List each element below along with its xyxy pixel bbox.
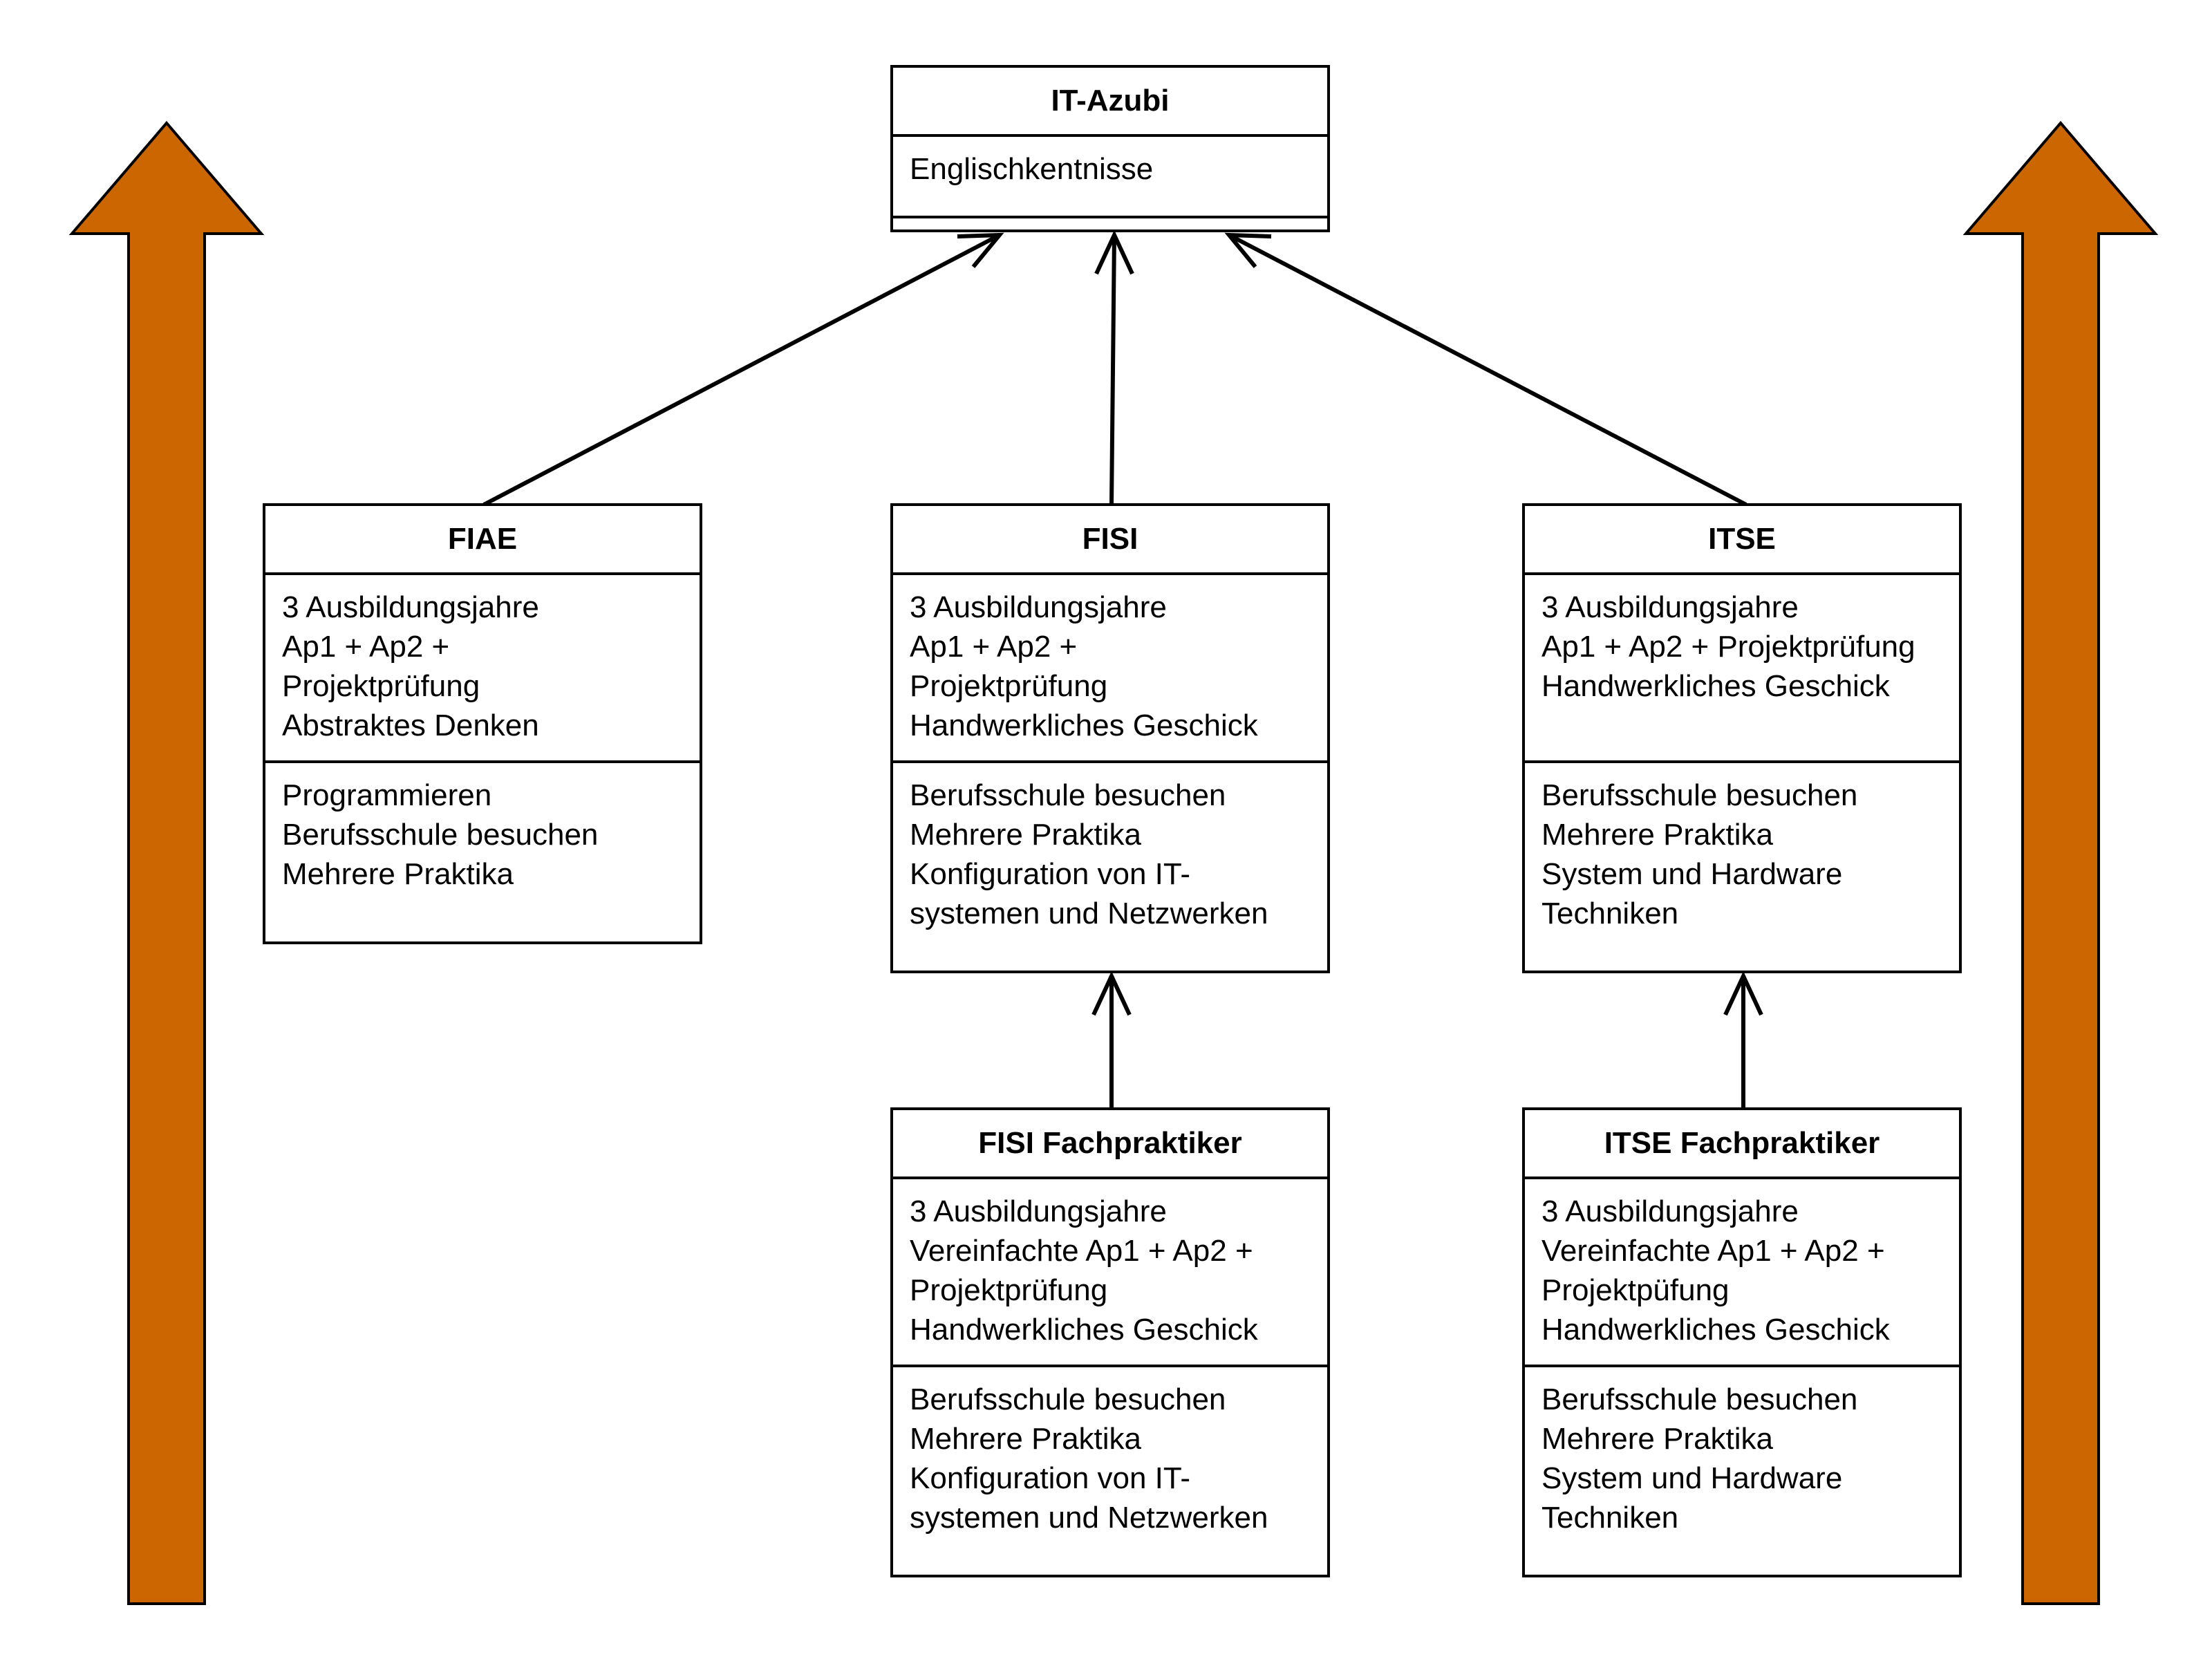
attribute-line: Projektprüfung (282, 669, 480, 703)
edge-fiae-to-it-azubi-head (957, 232, 1004, 268)
attribute-line: Abstraktes Denken (282, 709, 539, 742)
operation-line: System und Hardware (1541, 1461, 1843, 1495)
edge-itse-to-it-azubi (1228, 233, 1747, 507)
operations-section: Berufsschule besuchen Mehrere Praktika S… (1525, 763, 1959, 933)
operation-line: System und Hardware (1541, 857, 1843, 891)
class-box-itse: ITSE 3 Ausbildungsjahre Ap1 + Ap2 + Proj… (1522, 503, 1962, 973)
class-title: FISI Fachpraktiker (893, 1110, 1327, 1179)
edge-fisi-to-it-azubi-head (1094, 229, 1134, 275)
operation-line: systemen und Netzwerken (910, 897, 1268, 930)
operations-section: Berufsschule besuchen Mehrere Praktika K… (893, 763, 1327, 933)
operation-line: Berufsschule besuchen (910, 1382, 1226, 1416)
class-box-fisi-fachpraktiker: FISI Fachpraktiker 3 Ausbildungsjahre Ve… (890, 1107, 1330, 1577)
attribute-line: 3 Ausbildungsjahre (1541, 590, 1799, 624)
operation-line: Mehrere Praktika (910, 818, 1142, 852)
attribute-line: Ap1 + Ap2 + (282, 630, 450, 664)
attribute-line: Handwerkliches Geschick (1541, 1313, 1890, 1347)
operations-section (893, 218, 1327, 231)
attribute-line: 3 Ausbildungsjahre (910, 590, 1167, 624)
edge-itse-fp-to-itse-head (1723, 971, 1763, 1016)
attribute-line: Handwerkliches Geschick (910, 709, 1258, 742)
edge-fisi-fp-to-fisi-head (1091, 971, 1132, 1016)
attribute-line: Vereinfachte Ap1 + Ap2 + (1541, 1234, 1885, 1268)
operation-line: Techniken (1541, 1501, 1679, 1535)
attribute-line: Englischkentnisse (910, 152, 1154, 186)
attribute-line: Projektpüfung (1541, 1273, 1730, 1307)
operation-line: Berufsschule besuchen (1541, 778, 1858, 812)
operation-line: Programmieren (282, 778, 492, 812)
class-box-fiae: FIAE 3 Ausbildungsjahre Ap1 + Ap2 + Proj… (263, 503, 702, 944)
class-title: FIAE (265, 506, 700, 575)
operation-line: Mehrere Praktika (910, 1422, 1142, 1456)
operations-section: Berufsschule besuchen Mehrere Praktika K… (893, 1367, 1327, 1537)
class-box-it-azubi: IT-Azubi Englischkentnisse (890, 65, 1330, 232)
operation-line: Berufsschule besuchen (1541, 1382, 1858, 1416)
operation-line: Mehrere Praktika (1541, 818, 1774, 852)
attributes-section: 3 Ausbildungsjahre Ap1 + Ap2 + Projektpr… (1525, 575, 1959, 763)
operation-line: Konfiguration von IT- (910, 1461, 1191, 1495)
attribute-line: 3 Ausbildungsjahre (282, 590, 539, 624)
operation-line: systemen und Netzwerken (910, 1501, 1268, 1535)
up-arrow-left-icon (68, 120, 265, 1605)
operation-line: Mehrere Praktika (282, 857, 514, 891)
operation-line: Techniken (1541, 897, 1679, 930)
edge-fiae-to-it-azubi (482, 233, 1001, 507)
edge-itse-to-it-azubi-head (1224, 232, 1272, 268)
attributes-section: Englischkentnisse (893, 137, 1327, 218)
attribute-line: 3 Ausbildungsjahre (910, 1194, 1167, 1228)
attribute-line: Ap1 + Ap2 + (910, 630, 1078, 664)
operation-line: Berufsschule besuchen (282, 818, 599, 852)
attributes-section: 3 Ausbildungsjahre Vereinfachte Ap1 + Ap… (1525, 1179, 1959, 1367)
operation-line: Konfiguration von IT- (910, 857, 1191, 891)
class-title: IT-Azubi (893, 68, 1327, 137)
class-title: ITSE Fachpraktiker (1525, 1110, 1959, 1179)
operations-section: Programmieren Berufsschule besuchen Mehr… (265, 763, 700, 894)
attribute-line: Vereinfachte Ap1 + Ap2 + (910, 1234, 1253, 1268)
up-arrow-right-icon (1962, 120, 2159, 1605)
attribute-line: Projektprüfung (910, 1273, 1108, 1307)
attribute-line: Handwerkliches Geschick (1541, 669, 1890, 703)
attribute-line: Ap1 + Ap2 + Projektprüfung (1541, 630, 1915, 664)
attributes-section: 3 Ausbildungsjahre Ap1 + Ap2 + Projektpr… (893, 575, 1327, 763)
operation-line: Mehrere Praktika (1541, 1422, 1774, 1456)
attributes-section: 3 Ausbildungsjahre Ap1 + Ap2 + Projektpr… (265, 575, 700, 763)
class-title: ITSE (1525, 506, 1959, 575)
attribute-line: Projektprüfung (910, 669, 1108, 703)
class-title: FISI (893, 506, 1327, 575)
edge-fisi-to-it-azubi (1109, 234, 1116, 505)
operations-section: Berufsschule besuchen Mehrere Praktika S… (1525, 1367, 1959, 1537)
class-box-itse-fachpraktiker: ITSE Fachpraktiker 3 Ausbildungsjahre Ve… (1522, 1107, 1962, 1577)
attributes-section: 3 Ausbildungsjahre Vereinfachte Ap1 + Ap… (893, 1179, 1327, 1367)
attribute-line: Handwerkliches Geschick (910, 1313, 1258, 1347)
attribute-line: 3 Ausbildungsjahre (1541, 1194, 1799, 1228)
class-box-fisi: FISI 3 Ausbildungsjahre Ap1 + Ap2 + Proj… (890, 503, 1330, 973)
operation-line: Berufsschule besuchen (910, 778, 1226, 812)
